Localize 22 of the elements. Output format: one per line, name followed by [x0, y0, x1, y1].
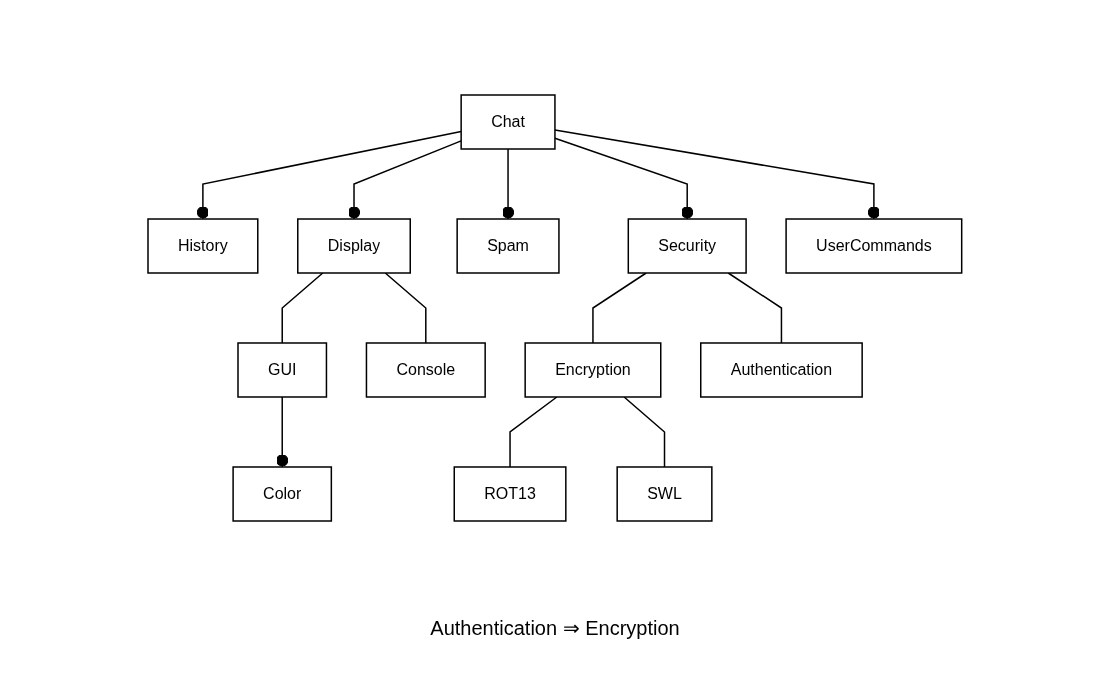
node-box: SWL	[616, 466, 713, 522]
node-box: Spam	[456, 218, 560, 274]
node-box: ROT13	[453, 466, 567, 522]
connector	[509, 396, 558, 468]
node-box: UserCommands	[785, 218, 963, 274]
connector	[276, 396, 289, 468]
node-box: Console	[365, 342, 487, 398]
connector	[281, 272, 324, 344]
node-box: History	[147, 218, 259, 274]
constraint-note: Authentication ⇒ Encryption	[429, 616, 681, 640]
connector	[727, 272, 783, 344]
node-box: Security	[627, 218, 747, 274]
node-box: Display	[297, 218, 412, 274]
node-box: Authentication	[700, 342, 864, 398]
connector	[623, 396, 666, 468]
connector	[502, 148, 515, 220]
node-box: Chat	[460, 94, 556, 150]
node-box: Color	[232, 466, 333, 522]
node-box: Encryption	[524, 342, 662, 398]
node-box: GUI	[237, 342, 328, 398]
connector	[384, 272, 427, 344]
connector	[592, 272, 648, 344]
